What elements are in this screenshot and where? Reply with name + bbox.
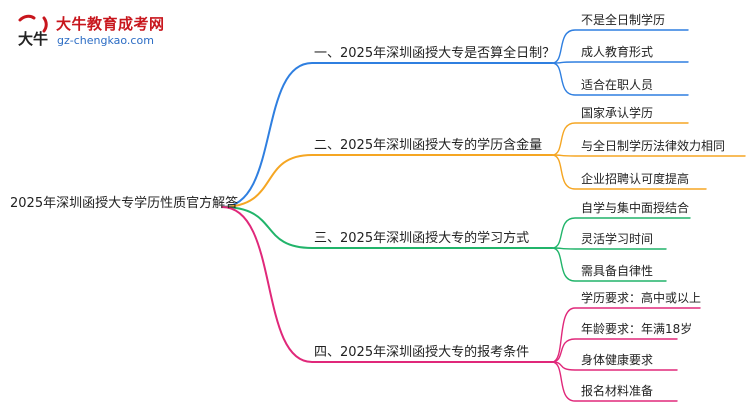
mindmap-links xyxy=(221,29,746,402)
leaf-topic[interactable]: 成人教育形式 xyxy=(581,44,653,59)
leaf-topic[interactable]: 适合在职人员 xyxy=(581,77,653,92)
branch-link xyxy=(221,206,553,363)
leaf-topic[interactable]: 不是全日制学历 xyxy=(581,12,665,27)
root-topic[interactable]: 2025年深圳函授大专学历性质官方解答 xyxy=(10,195,238,211)
leaf-topic[interactable]: 学历要求：高中或以上 xyxy=(581,290,701,305)
leaf-topic[interactable]: 身体健康要求 xyxy=(581,352,653,367)
leaf-link xyxy=(551,61,689,64)
leaf-link xyxy=(551,247,667,250)
branch-topic[interactable]: 二、2025年深圳函授大专的学历含金量 xyxy=(314,137,542,153)
leaf-link xyxy=(551,307,701,363)
leaf-topic[interactable]: 灵活学习时间 xyxy=(581,231,653,246)
mindmap-nodes: 2025年深圳函授大专学历性质官方解答 一、2025年深圳函授大专是否算全日制？… xyxy=(10,12,725,398)
leaf-link xyxy=(551,361,678,402)
leaf-link xyxy=(551,217,691,249)
leaf-link xyxy=(551,62,689,96)
leaf-link xyxy=(551,154,746,157)
leaf-topic[interactable]: 需具备自律性 xyxy=(581,264,653,278)
brand-logo[interactable]: 大牛 大牛教育成考网 gz-chengkao.com xyxy=(14,10,164,52)
branch-link xyxy=(221,62,553,208)
logo-title: 大牛教育成考网 xyxy=(56,15,165,33)
branch-link xyxy=(221,206,553,249)
leaf-link xyxy=(551,338,678,363)
leaf-topic[interactable]: 企业招聘认可度提高 xyxy=(581,171,689,186)
leaf-topic[interactable]: 与全日制学历法律效力相同 xyxy=(581,138,725,153)
leaf-topic[interactable]: 国家承认学历 xyxy=(581,105,653,120)
leaf-link xyxy=(551,154,707,190)
leaf-link xyxy=(551,247,667,282)
branch-topic[interactable]: 四、2025年深圳函授大专的报考条件 xyxy=(314,344,529,360)
branch-topic[interactable]: 三、2025年深圳函授大专的学习方式 xyxy=(314,230,529,246)
leaf-link xyxy=(551,122,689,156)
bull-logo-icon: 大牛 xyxy=(18,14,48,48)
leaf-topic[interactable]: 报名材料准备 xyxy=(581,383,653,398)
leaf-link xyxy=(551,29,689,64)
leaf-topic[interactable]: 自学与集中面授结合 xyxy=(581,200,689,215)
leaf-topic[interactable]: 年龄要求：年满18岁 xyxy=(581,321,692,336)
branch-link xyxy=(221,154,553,208)
logo-mark-text: 大牛 xyxy=(18,30,48,48)
logo-url: gz-chengkao.com xyxy=(57,34,154,47)
branch-topic[interactable]: 一、2025年深圳函授大专是否算全日制？ xyxy=(314,45,555,61)
